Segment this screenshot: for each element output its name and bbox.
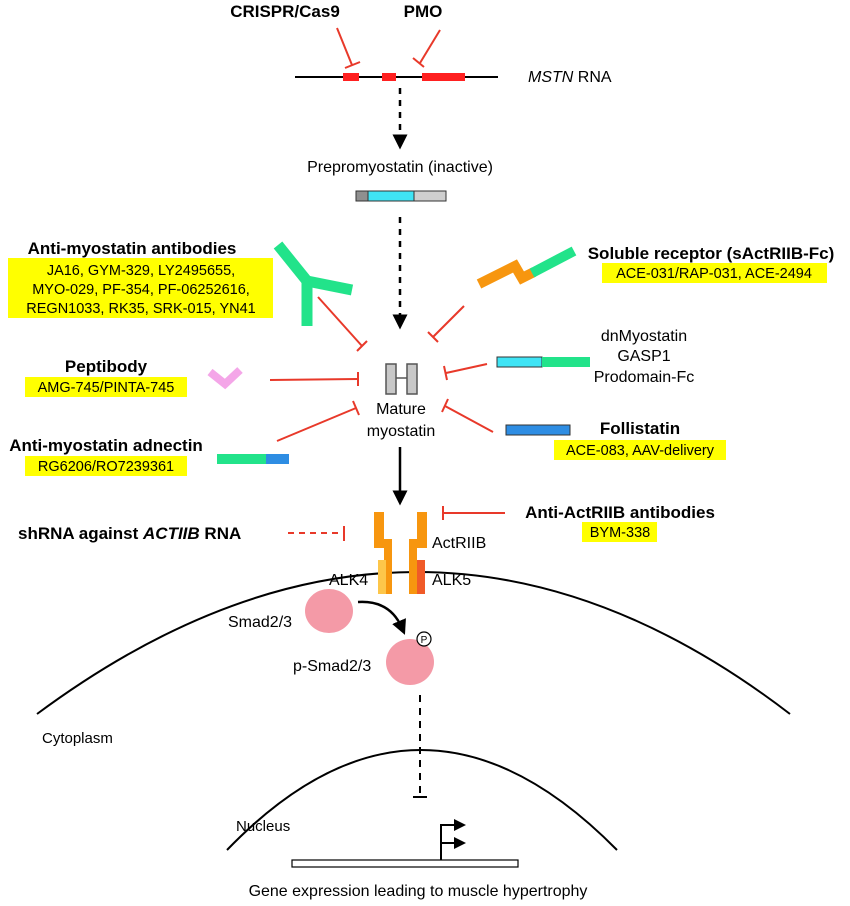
prepromyostatin-label: Prepromyostatin (inactive) [307,159,493,176]
adnectin-title: Anti-myostatin adnectin [9,436,203,455]
antibodies-drugs-line-1: JA16, GYM-329, LY2495655, [47,263,235,279]
gene-bar [291,859,519,868]
shrna-gene-name: ACTIIB [142,524,200,543]
alk4-label: ALK4 [329,572,368,589]
follistatin-inhibition [441,398,494,433]
soluble-receptor-drugs: ACE-031/RAP-031, ACE-2494 [616,266,812,282]
actriib-label: ActRIIB [432,535,486,552]
anti-actriib-title: Anti-ActRIIB antibodies [525,503,715,522]
shrna-inhibition [288,526,345,541]
alk5-icon [417,560,425,594]
antibody-y-icon [273,241,354,326]
mature-label-2: myostatin [367,423,435,440]
mature-label-1: Mature [376,401,426,418]
smad-label: Smad2/3 [228,614,292,631]
shrna-prefix: shRNA against [18,524,143,543]
alk5-label: ALK5 [432,572,471,589]
pmo-label: PMO [404,2,443,21]
mstn-gene-name: MSTN [528,69,574,86]
antibodies-drugs-line-3: REGN1033, RK35, SRK-015, YN41 [26,301,255,317]
mstn-suffix: RNA [573,69,612,86]
prepromyostatin-shape [355,190,447,202]
antibodies-drugs-line-2: MYO-029, PF-354, PF-06252616, [32,282,250,298]
nucleus-label: Nucleus [236,818,290,835]
phosphate-icon [416,631,432,647]
rna-exon-1 [343,73,359,81]
soluble-receptor-title: Soluble receptor (sActRIIB-Fc) [588,244,835,263]
peptibody-drugs: AMG-745/PINTA-745 [38,380,175,396]
antibodies-inhibition [317,296,368,352]
dnmyostatin-icon [496,356,590,368]
crispr-inhibition [336,27,361,69]
cytoplasm-label: Cytoplasm [42,730,113,747]
phosphate-label: P [421,635,428,646]
outcome-label: Gene expression leading to muscle hypert… [249,883,588,900]
p-smad-label: p-Smad2/3 [293,658,371,675]
transcription-start-icon [440,819,466,860]
phosphorylation-arrow [357,600,406,635]
adnectin-icon [217,454,289,464]
shrna-suffix: RNA [200,524,242,543]
antibodies-highlight [8,258,273,318]
anti-actriib-highlight [582,522,657,542]
dnmyostatin-label: dnMyostatin [601,328,687,345]
peptibody-highlight [25,377,187,397]
anti-actriib-inhibition [442,506,505,520]
mature-myostatin-icon [385,363,418,395]
peptibody-inhibition [269,372,359,386]
follistatin-title: Follistatin [600,419,680,438]
gasp1-label: GASP1 [617,348,670,365]
soluble-receptor-icon [476,246,577,289]
prodomain-fc-label: Prodomain-Fc [594,369,694,386]
antibodies-title: Anti-myostatin antibodies [28,239,237,258]
alk4-icon [378,560,386,594]
soluble-receptor-inhibition [427,305,465,343]
pmo-inhibition [412,29,441,68]
follistatin-drugs: ACE-083, AAV-delivery [566,443,715,459]
nuclear-membrane [226,749,618,851]
mstn-rna-label: MSTN RNA [528,69,612,86]
smad-icon [305,589,353,633]
rna-exon-3 [422,73,465,81]
dn-group-inhibition [443,363,488,381]
mstn-rna [295,73,498,81]
actriib-receptor-icon [374,512,427,594]
follistatin-icon [505,424,571,436]
peptibody-title: Peptibody [65,357,148,376]
anti-actriib-drugs: BYM-338 [590,525,650,541]
adnectin-drugs: RG6206/RO7239361 [38,459,174,475]
adnectin-highlight [25,456,187,476]
follistatin-highlight [554,440,726,460]
crispr-label: CRISPR/Cas9 [230,2,340,21]
p-smad-icon [386,639,434,685]
rna-exon-2 [382,73,396,81]
soluble-receptor-highlight [602,263,827,283]
peptibody-icon [207,367,243,390]
adnectin-inhibition [276,400,360,442]
shrna-label: shRNA against ACTIIB RNA [18,524,241,543]
